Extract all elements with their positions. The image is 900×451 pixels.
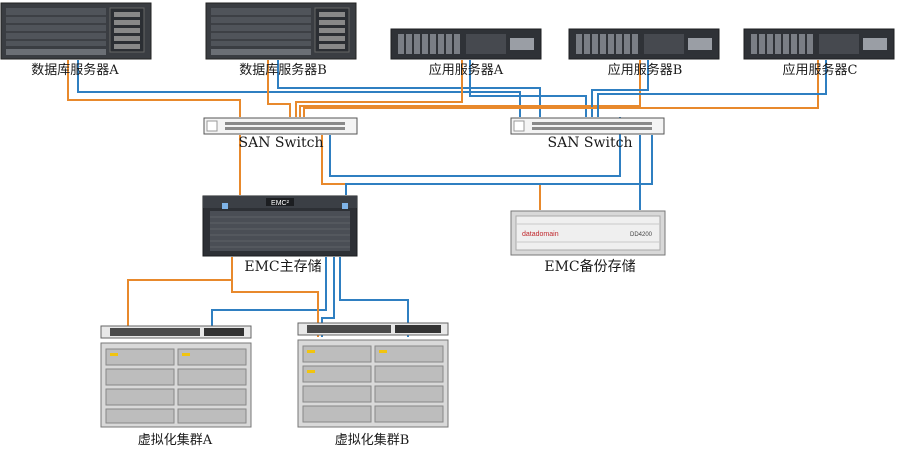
emc-backup-storage-label: EMC备份存储 xyxy=(544,259,636,275)
cluster-a-icon xyxy=(100,325,252,428)
blue-link-17 xyxy=(211,257,327,337)
app-server-a-label: 应用服务器A xyxy=(428,63,504,78)
datadomain-logo: datadomain xyxy=(522,231,559,238)
san-switch-1-icon xyxy=(203,117,358,135)
san-switch-2-icon xyxy=(510,117,665,135)
orange-link-5 xyxy=(295,60,463,117)
cluster-b-icon xyxy=(297,322,449,428)
app-server-b-label: 应用服务器B xyxy=(607,63,683,78)
orange-link-18 xyxy=(231,257,319,337)
san-switch-2-label: SAN Switch xyxy=(547,135,633,151)
orange-link-3 xyxy=(267,60,291,117)
blue-link-4 xyxy=(277,60,541,117)
app-server-c-label: 应用服务器C xyxy=(782,63,858,78)
db-server-a-label: 数据库服务器A xyxy=(31,63,119,78)
emc-primary-storage-label: EMC主存储 xyxy=(244,259,322,275)
blue-link-8 xyxy=(591,60,649,117)
cluster-a-label: 虚拟化集群A xyxy=(137,433,213,448)
emc-primary-storage-icon: EMC² xyxy=(202,195,358,257)
app-server-b-icon xyxy=(568,28,720,60)
db-server-b-icon xyxy=(205,2,357,60)
blue-link-19 xyxy=(339,257,409,337)
orange-link-1 xyxy=(67,60,241,117)
blue-link-10 xyxy=(597,60,827,117)
emc-backup-storage-icon: datadomain DD4200 xyxy=(510,210,666,256)
san-switch-1-label: SAN Switch xyxy=(238,135,324,151)
orange-link-9 xyxy=(303,60,819,117)
blue-link-13 xyxy=(329,117,621,177)
app-server-c-icon xyxy=(743,28,895,60)
orange-link-7 xyxy=(299,60,641,117)
blue-link-2 xyxy=(77,60,521,117)
db-server-a-icon xyxy=(0,2,152,60)
db-server-b-label: 数据库服务器B xyxy=(239,63,327,78)
cluster-b-label: 虚拟化集群B xyxy=(334,433,410,448)
model-number: DD4200 xyxy=(630,232,653,238)
app-server-a-icon xyxy=(390,28,542,60)
emc-logo: EMC² xyxy=(271,200,290,207)
blue-link-15 xyxy=(345,135,653,195)
